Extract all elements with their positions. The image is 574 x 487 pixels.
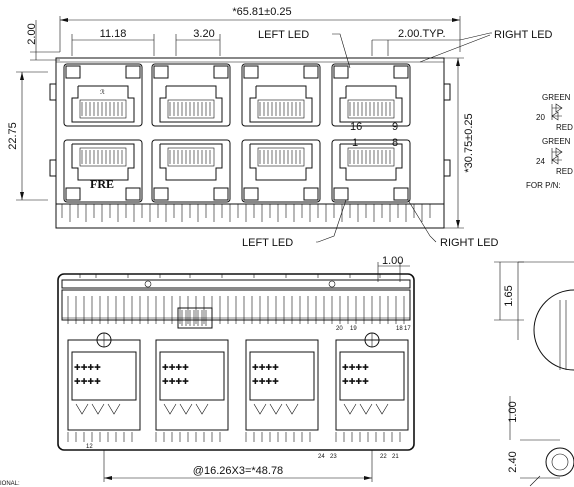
schematic-part-note: FOR P/N: <box>526 181 561 190</box>
pin-offset-dim: 1.00 <box>382 255 403 267</box>
top-offset-dim: 2.00 <box>26 23 38 44</box>
height-dim: 22.75 <box>7 122 19 150</box>
svg-text:✚✚✚✚: ✚✚✚✚ <box>162 363 189 372</box>
port-label-8: 8 <box>392 137 398 149</box>
ul-mark: ℛ <box>100 89 105 96</box>
schematic-red-2: RED <box>556 167 573 176</box>
side-b-dim: 1.00 <box>507 401 519 422</box>
pin-label-18: 18 <box>396 326 403 332</box>
pin-label-23: 23 <box>330 454 337 460</box>
right-led-top-label: RIGHT LED <box>494 29 553 41</box>
pin-label-22: 22 <box>380 454 387 460</box>
side-view: 1.65 1.00 2.40 <box>494 261 574 487</box>
brand-mark: FRE <box>90 177 114 191</box>
pin-label-21: 21 <box>392 454 399 460</box>
schematic-num-2: 24 <box>536 157 545 166</box>
port-label-1: 1 <box>352 137 358 149</box>
led-schematic: GREEN 20 RED GREEN 24 RED FOR P/N: <box>526 93 573 190</box>
lower-port-row: FRE <box>63 139 411 203</box>
svg-text:✚✚✚✚: ✚✚✚✚ <box>74 363 101 372</box>
schematic-green-2: GREEN <box>542 137 571 146</box>
svg-text:✚✚✚✚: ✚✚✚✚ <box>74 377 101 386</box>
left-led-top-label: LEFT LED <box>258 29 309 41</box>
pin-label-20: 20 <box>336 326 343 332</box>
schematic-red-1: RED <box>556 123 573 132</box>
pin-label-17: 17 <box>404 326 411 332</box>
truncated-note: IONAL: <box>0 481 20 487</box>
port-label-9: 9 <box>392 121 398 133</box>
left-led-bottom-label: LEFT LED <box>242 237 293 249</box>
pitch-row-dim: @16.26X3=*48.78 <box>193 465 283 477</box>
schematic-num-1: 20 <box>536 113 545 122</box>
pitch-a-dim: 11.18 <box>100 28 127 40</box>
port-label-16: 16 <box>350 121 362 133</box>
overall-width-dim: *65.81±0.25 <box>232 6 291 18</box>
pin-label-12: 12 <box>86 444 93 450</box>
pin-label-19: 19 <box>350 326 357 332</box>
svg-text:✚✚✚✚: ✚✚✚✚ <box>252 377 279 386</box>
svg-text:✚✚✚✚: ✚✚✚✚ <box>342 377 369 386</box>
height-total-dim: *30.75±0.25 <box>463 113 475 172</box>
right-led-bottom-label: RIGHT LED <box>440 237 499 249</box>
svg-text:✚✚✚✚: ✚✚✚✚ <box>252 363 279 372</box>
bottom-view: 1.00 ✚✚✚✚ ✚✚✚✚ ✚✚✚✚ ✚✚✚✚ <box>0 255 415 487</box>
pitch-b-dim: 3.20 <box>193 28 214 40</box>
schematic-green-1: GREEN <box>542 93 571 102</box>
led-gap-dim: 2.00.TYP. <box>398 28 446 40</box>
top-view: *65.81±0.25 11.18 3.20 2.00 22.75 *30.75… <box>7 6 553 249</box>
side-c-dim: 2.40 <box>507 451 519 472</box>
upper-port-row: ℛ <box>63 63 411 127</box>
svg-text:✚✚✚✚: ✚✚✚✚ <box>342 363 369 372</box>
pin-label-24: 24 <box>318 454 325 460</box>
side-a-dim: 1.65 <box>503 285 515 306</box>
svg-text:✚✚✚✚: ✚✚✚✚ <box>162 377 189 386</box>
